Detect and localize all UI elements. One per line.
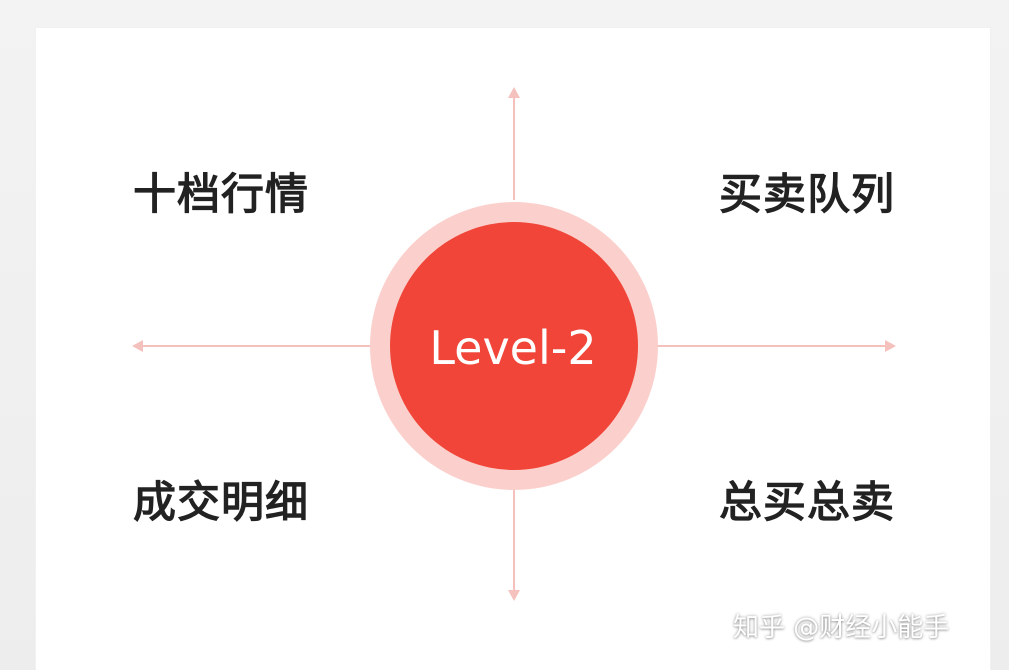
center-label: Level-2 — [429, 321, 597, 375]
arrow-right-icon — [885, 340, 896, 352]
label-top-right: 买卖队列 — [719, 170, 895, 220]
label-bottom-left: 成交明细 — [133, 478, 309, 528]
watermark: 知乎 @财经小能手 — [733, 613, 950, 643]
arrow-up-icon — [508, 87, 520, 98]
label-top-left: 十档行情 — [133, 170, 309, 220]
arrow-down-icon — [508, 590, 520, 601]
arrow-left-icon — [132, 340, 143, 352]
center-circle — [390, 222, 638, 470]
label-bottom-right: 总买总卖 — [719, 478, 895, 528]
